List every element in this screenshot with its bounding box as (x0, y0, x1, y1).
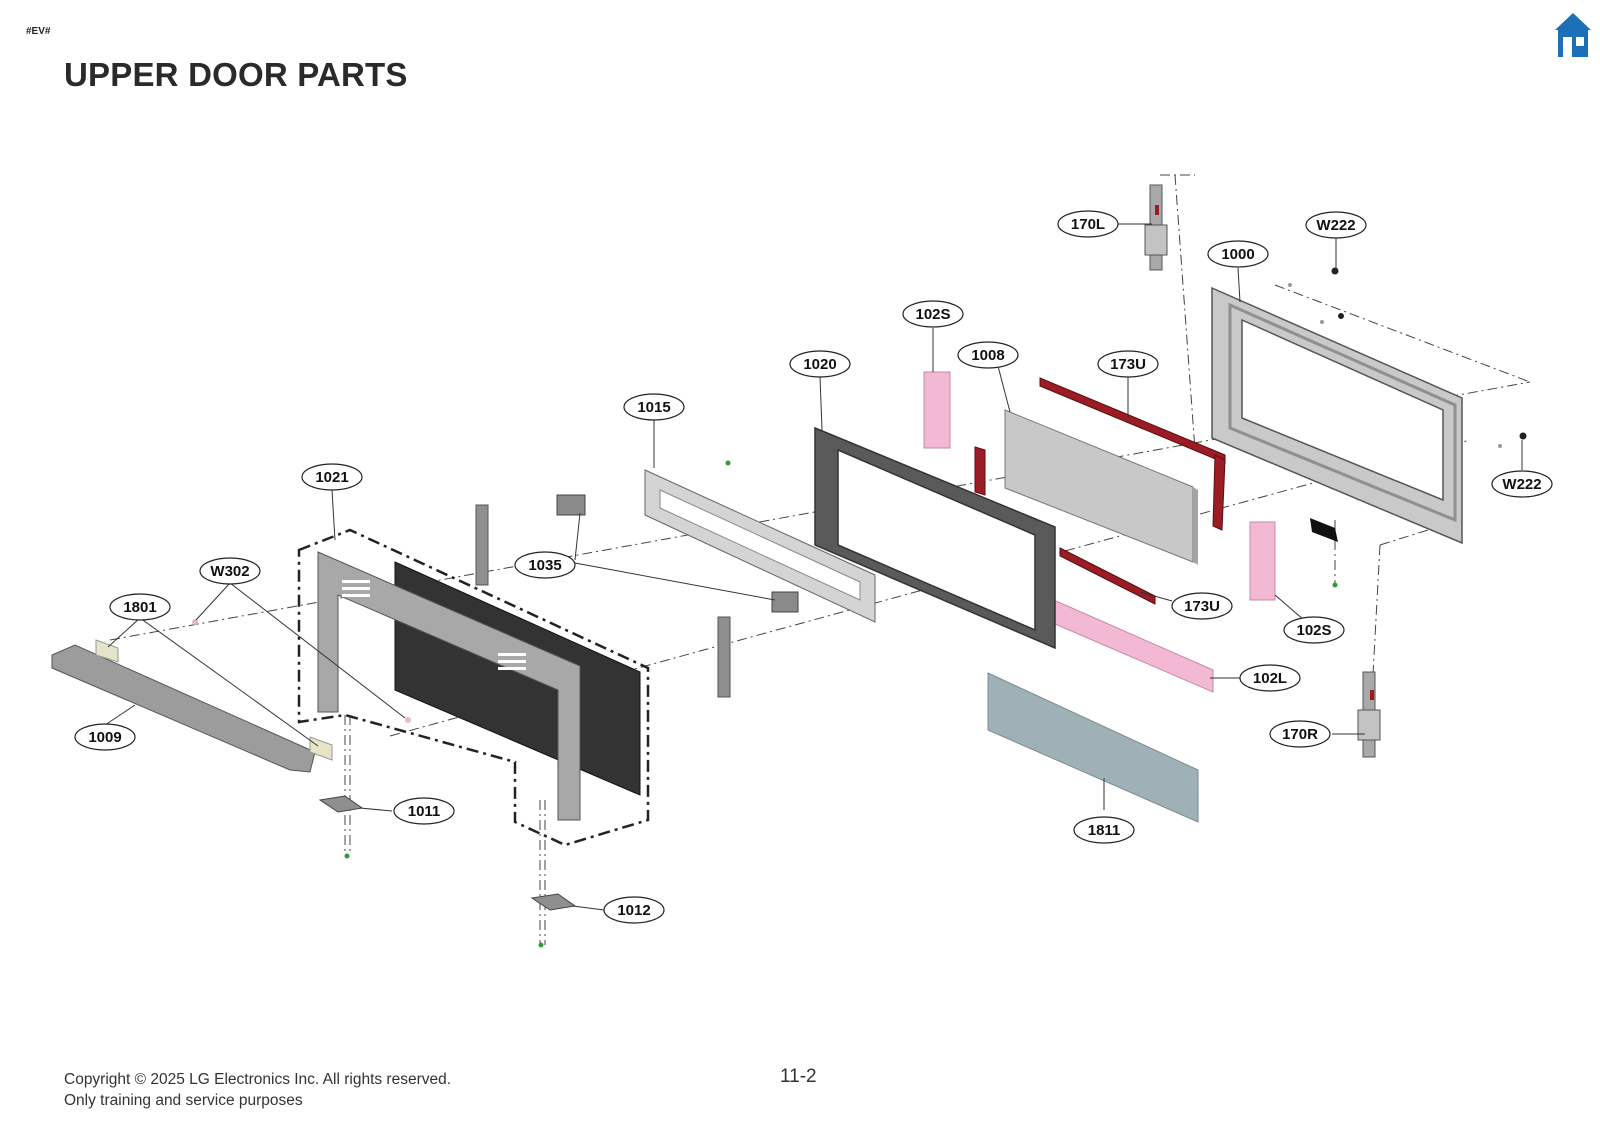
part-170L-hinge (1144, 184, 1168, 271)
callout-1801[interactable]: 1801 (109, 593, 171, 621)
part-1020-middle-frame (814, 426, 1056, 650)
part-1009-handle (51, 644, 316, 773)
part-1000-inner-frame (1211, 286, 1463, 545)
svg-text:1000: 1000 (1221, 246, 1254, 263)
svg-text:W222: W222 (1316, 217, 1355, 234)
svg-text:170L: 170L (1071, 216, 1105, 233)
callout-W302[interactable]: W302 (199, 557, 261, 585)
page-title: UPPER DOOR PARTS (64, 56, 408, 93)
svg-text:W302: W302 (210, 563, 249, 580)
svg-text:1801: 1801 (123, 599, 156, 616)
svg-text:1811: 1811 (1088, 822, 1121, 839)
callout-W222-bottom[interactable]: W222 (1491, 470, 1553, 498)
callout-173U-bottom[interactable]: 173U (1171, 592, 1233, 620)
svg-text:102S: 102S (1296, 622, 1331, 639)
svg-text:1009: 1009 (88, 729, 121, 746)
callout-102S-top[interactable]: 102S (902, 300, 964, 328)
callout-W222-top[interactable]: W222 (1305, 211, 1367, 239)
callout-1009[interactable]: 1009 (74, 723, 136, 751)
part-1801-pads (95, 639, 333, 761)
part-bracket-black (1310, 518, 1338, 542)
part-170R-hinge (1357, 671, 1381, 758)
svg-text:170R: 170R (1282, 726, 1318, 743)
svg-text:1021: 1021 (315, 469, 348, 486)
callout-1000[interactable]: 1000 (1207, 240, 1269, 268)
part-102S-insulation (923, 371, 1276, 601)
part-1021-outer-door (297, 528, 650, 847)
callout-102S-bottom[interactable]: 102S (1283, 616, 1345, 644)
document-tag: #EV# (26, 26, 51, 37)
svg-text:173U: 173U (1184, 598, 1220, 615)
callout-102L[interactable]: 102L (1239, 664, 1301, 692)
svg-text:102L: 102L (1253, 670, 1287, 687)
part-1811-glass (987, 672, 1199, 823)
svg-text:102S: 102S (915, 306, 950, 323)
callout-1008[interactable]: 1008 (957, 341, 1019, 369)
callout-1020[interactable]: 1020 (789, 350, 851, 378)
svg-text:1035: 1035 (528, 557, 561, 574)
part-1008-glass (1004, 409, 1198, 565)
svg-text:1020: 1020 (803, 356, 836, 373)
svg-text:1011: 1011 (408, 803, 441, 820)
copyright-line-1: Copyright © 2025 LG Electronics Inc. All… (64, 1071, 452, 1088)
callout-170R[interactable]: 170R (1269, 720, 1331, 748)
callout-1021[interactable]: 1021 (301, 463, 363, 491)
svg-text:1012: 1012 (617, 902, 650, 919)
svg-text:1015: 1015 (637, 399, 670, 416)
leader-lines (104, 223, 1523, 911)
part-173U-seals (974, 377, 1226, 605)
callout-1011[interactable]: 1011 (393, 797, 455, 825)
home-button[interactable] (1553, 10, 1593, 60)
callout-1012[interactable]: 1012 (603, 896, 665, 924)
callout-170L[interactable]: 170L (1057, 210, 1119, 238)
page-number: 11-2 (780, 1066, 817, 1087)
part-1035-brackets (556, 494, 799, 613)
callout-1015[interactable]: 1015 (623, 393, 685, 421)
part-1015-rail (644, 469, 876, 623)
callout-1811[interactable]: 1811 (1073, 816, 1135, 844)
callout-173U-top[interactable]: 173U (1097, 350, 1159, 378)
copyright-notice: Copyright © 2025 LG Electronics Inc. All… (64, 1069, 451, 1111)
copyright-line-2: Only training and service purposes (64, 1092, 303, 1109)
part-W302-screws (192, 619, 411, 723)
part-W222-screws (1288, 267, 1527, 448)
svg-text:W222: W222 (1502, 476, 1541, 493)
svg-text:1008: 1008 (971, 347, 1004, 364)
callout-1035[interactable]: 1035 (514, 551, 576, 579)
home-icon (1555, 13, 1591, 57)
svg-text:173U: 173U (1110, 356, 1146, 373)
part-posts (475, 504, 731, 698)
